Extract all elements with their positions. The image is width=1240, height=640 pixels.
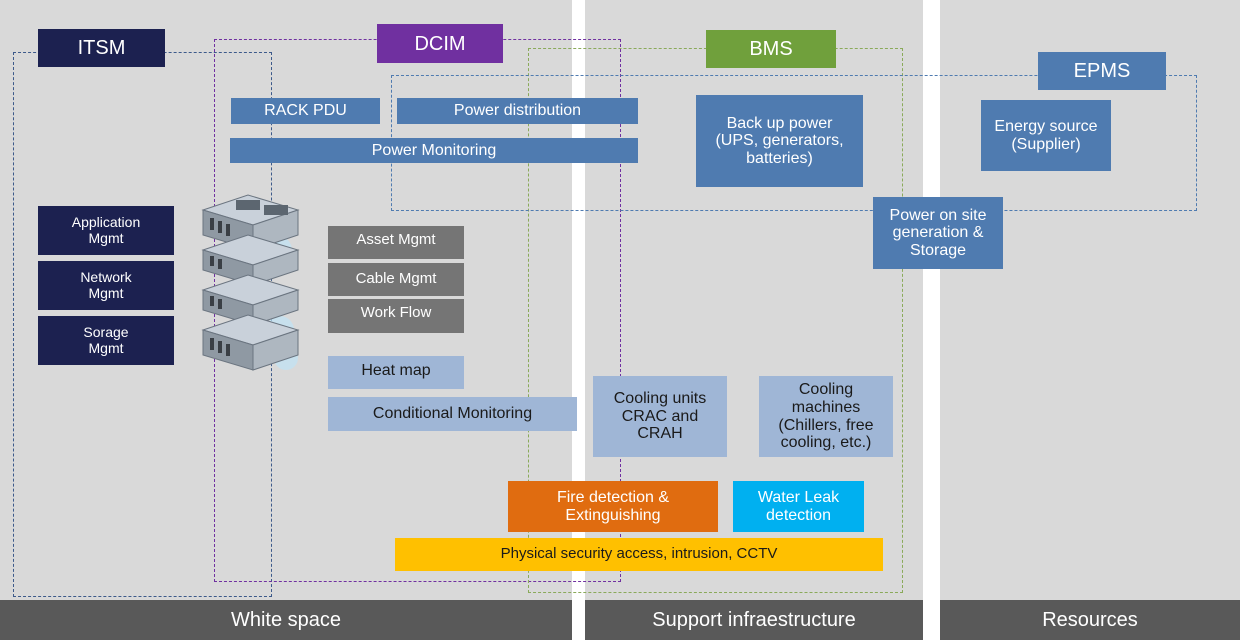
backup-power-box: Back up power (UPS, generators, batterie… <box>696 95 863 187</box>
network-mgmt-box: Network Mgmt <box>38 261 174 310</box>
white-space-label: White space <box>230 608 342 631</box>
fire-detection-box: Fire detection & Extinguishing <box>508 481 718 532</box>
epms-header: EPMS <box>1038 52 1166 90</box>
application-mgmt-box: Application Mgmt <box>38 206 174 255</box>
rack-pdu-box: RACK PDU <box>231 98 380 124</box>
resources-footer: Resources <box>940 600 1240 640</box>
white-space-footer: White space <box>0 600 572 640</box>
cable-mgmt-box: Cable Mgmt <box>328 263 464 296</box>
server-rack-icon <box>198 190 303 380</box>
conditional-monitoring-box: Conditional Monitoring <box>328 397 577 431</box>
heat-map-box: Heat map <box>328 356 464 389</box>
dcim-header: DCIM <box>377 24 503 63</box>
itsm-header: ITSM <box>38 29 165 67</box>
bms-header: BMS <box>706 30 836 68</box>
power-monitoring-box: Power Monitoring <box>230 138 638 163</box>
energy-source-box: Energy source (Supplier) <box>981 100 1111 171</box>
physical-security-box: Physical security access, intrusion, CCT… <box>395 538 883 571</box>
support-footer: Support infraestructure <box>585 600 923 640</box>
power-onsite-box: Power on site generation & Storage <box>873 197 1003 269</box>
water-leak-box: Water Leak detection <box>733 481 864 532</box>
power-distribution-box: Power distribution <box>397 98 638 124</box>
asset-mgmt-box: Asset Mgmt <box>328 226 464 259</box>
cooling-machines-box: Cooling machines (Chillers, free cooling… <box>759 376 893 457</box>
work-flow-box: Work Flow <box>328 299 464 333</box>
storage-mgmt-box: Sorage Mgmt <box>38 316 174 365</box>
cooling-units-box: Cooling units CRAC and CRAH <box>593 376 727 457</box>
support-label: Support infraestructure <box>652 608 856 631</box>
resources-label: Resources <box>1042 608 1138 631</box>
